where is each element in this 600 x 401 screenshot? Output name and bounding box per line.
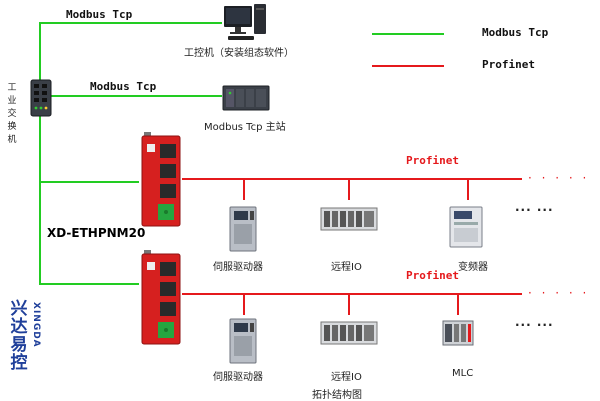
bus1-more: ··· ··· xyxy=(515,203,554,217)
bus2-io-label: 远程IO xyxy=(331,372,362,383)
gateway-model: XD-ETHPNM20 xyxy=(47,226,146,240)
modbus-second-label: Modbus Tcp xyxy=(90,80,157,93)
modbus-top-label: Modbus Tcp xyxy=(66,8,133,21)
switch-label-char: 工 xyxy=(7,83,17,93)
switch-label: 工 业 交 换 机 xyxy=(6,82,18,147)
pc-icon xyxy=(224,4,266,40)
remote-io-icon xyxy=(320,321,378,345)
switch-label-char: 换 xyxy=(7,122,17,132)
bus1-servo-drive xyxy=(228,206,260,256)
legend-red-line xyxy=(372,65,444,67)
modbus-line-to-master xyxy=(47,95,222,97)
legend-green-label: Modbus Tcp xyxy=(482,26,549,39)
switch-icon xyxy=(30,79,52,117)
bus1-drop-inverter xyxy=(467,178,469,200)
servo-drive-icon xyxy=(229,206,257,252)
legend-red-label: Profinet xyxy=(482,58,535,71)
bus2-servo-label: 伺服驱动器 xyxy=(213,372,263,383)
bus1-dots: · · · · · xyxy=(528,171,590,185)
bus1-inverter xyxy=(448,206,484,252)
switch-label-char: 交 xyxy=(7,109,17,119)
remote-io-icon xyxy=(320,207,378,231)
brand-logo: 兴 达 易 控 XINGDA xyxy=(8,300,42,392)
bus2-more: ··· ··· xyxy=(515,318,554,332)
bus1-io-label: 远程IO xyxy=(331,262,362,273)
switch-label-char: 业 xyxy=(7,96,17,106)
bus1-drop-io xyxy=(348,178,350,200)
bus1-inverter-label: 变频器 xyxy=(458,262,488,273)
inverter-icon xyxy=(449,206,483,248)
bus1-servo-label: 伺服驱动器 xyxy=(213,262,263,273)
pc-label: 工控机（安装组态软件） xyxy=(184,48,294,59)
mlc-icon xyxy=(442,320,474,346)
modbus-line-trunk xyxy=(39,22,41,284)
legend-green-line xyxy=(372,33,444,35)
bus2-protocol: Profinet xyxy=(406,269,459,282)
bus2-drop-io xyxy=(348,293,350,315)
plc-icon xyxy=(222,85,270,111)
modbus-line-to-pc xyxy=(39,22,222,24)
diagram-caption: 拓扑结构图 xyxy=(312,390,362,401)
profinet-bus-1 xyxy=(182,178,522,180)
modbus-master xyxy=(222,84,270,112)
brand-char: 兴 xyxy=(10,299,28,319)
servo-drive-icon xyxy=(229,318,257,364)
brand-char: 易 xyxy=(10,335,28,355)
bus2-mlc-label: MLC xyxy=(452,368,474,379)
modbus-line-to-gateway1 xyxy=(39,181,139,183)
bus2-drop-mlc xyxy=(457,293,459,315)
modbus-line-to-gateway2 xyxy=(39,283,139,285)
switch-label-char: 机 xyxy=(7,135,17,145)
master-label: Modbus Tcp 主站 xyxy=(204,122,286,133)
bus2-dots: · · · · · xyxy=(528,286,590,300)
profinet-bus-2 xyxy=(182,293,522,295)
gateway-2 xyxy=(140,250,182,346)
bus1-drop-servo xyxy=(243,178,245,200)
industrial-pc xyxy=(222,2,268,42)
brand-char: 达 xyxy=(10,317,28,337)
bus2-remote-io xyxy=(320,320,378,350)
brand-side-text: XINGDA xyxy=(31,302,41,348)
gateway-1 xyxy=(140,132,182,228)
bus1-remote-io xyxy=(320,206,378,236)
bus2-mlc xyxy=(442,320,474,350)
bus2-drop-servo xyxy=(243,293,245,315)
bus2-servo-drive xyxy=(228,318,260,368)
bus1-protocol: Profinet xyxy=(406,154,459,167)
gateway-icon xyxy=(141,250,181,345)
brand-char: 控 xyxy=(10,353,28,373)
industrial-switch xyxy=(30,79,52,117)
gateway-icon xyxy=(141,132,181,227)
